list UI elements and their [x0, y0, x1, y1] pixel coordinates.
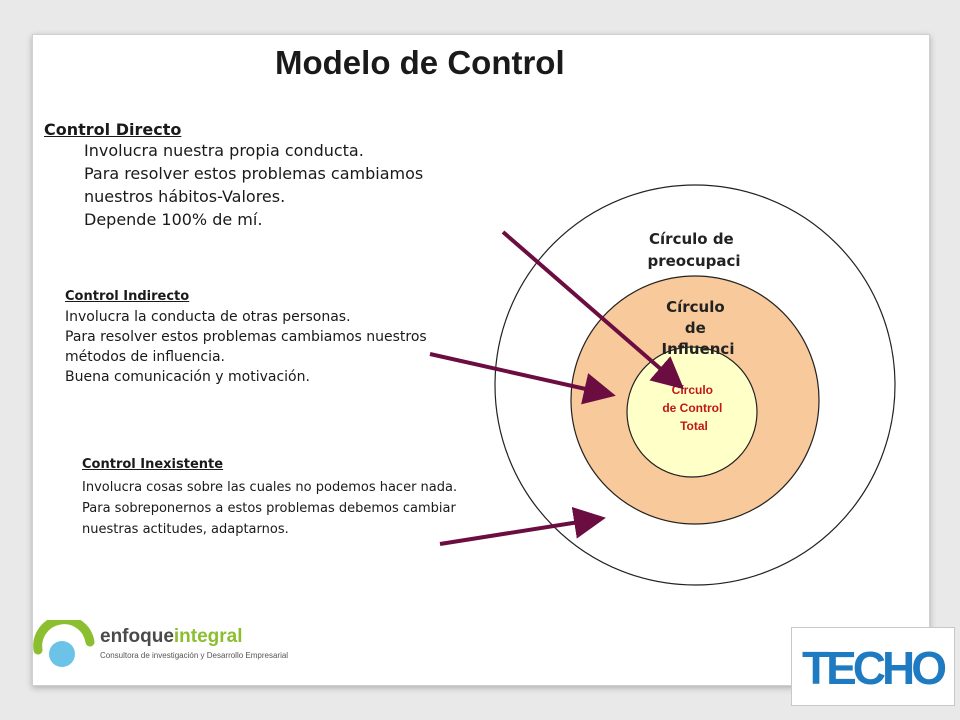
control-directo-line: Involucra nuestra propia conducta. — [84, 141, 364, 160]
control-directo-line: Para resolver estos problemas cambiamos — [84, 164, 424, 183]
inner-circle-label: Círculo de Control Total — [662, 383, 725, 433]
arrow-inexistente — [439, 506, 606, 546]
control-inexistente-line: nuestras actitudes, adaptarnos. — [82, 522, 289, 537]
control-inexistente-block: Control Inexistente Involucra cosas sobr… — [82, 453, 457, 540]
control-indirecto-block: Control Indirecto Involucra la conducta … — [65, 287, 427, 387]
control-directo-heading: Control Directo — [44, 120, 182, 139]
control-inexistente-line: Para sobreponernos a estos problemas deb… — [82, 501, 456, 516]
control-indirecto-line: Para resolver estos problemas cambiamos … — [65, 329, 427, 345]
techo-logo-mark: TECHO — [802, 642, 949, 694]
arrow-direct — [501, 230, 685, 390]
control-directo-line: Depende 100% de mí. — [84, 210, 263, 229]
enfoque-logo-name: enfoqueintegral — [100, 626, 243, 647]
middle-circle-label: Círculo de Influenci — [662, 298, 735, 358]
control-inexistente-line: Involucra cosas sobre las cuales no pode… — [82, 480, 458, 495]
control-directo-line: nuestros hábitos-Valores. — [84, 187, 286, 206]
svg-text:TECHO: TECHO — [802, 642, 945, 694]
control-indirecto-line: Buena comunicación y motivación. — [65, 369, 310, 385]
arrow-indirect — [429, 352, 616, 405]
control-directo-block: Control Directo Involucra nuestra propia… — [44, 120, 423, 231]
control-indirecto-line: métodos de influencia. — [65, 349, 226, 365]
control-inexistente-heading: Control Inexistente — [82, 457, 224, 472]
outer-circle-label: Círculo de preocupaci — [647, 230, 740, 270]
enfoque-logo-icon — [33, 620, 95, 667]
control-indirecto-heading: Control Indirecto — [65, 289, 190, 304]
control-indirecto-line: Involucra la conducta de otras personas. — [65, 309, 351, 325]
enfoque-logo-tagline: Consultora de investigación y Desarrollo… — [100, 651, 289, 660]
slide-title: Modelo de Control — [275, 44, 565, 81]
enfoque-integral-logo: enfoqueintegral Consultora de investigac… — [32, 620, 292, 680]
techo-logo: TECHO — [791, 627, 955, 706]
